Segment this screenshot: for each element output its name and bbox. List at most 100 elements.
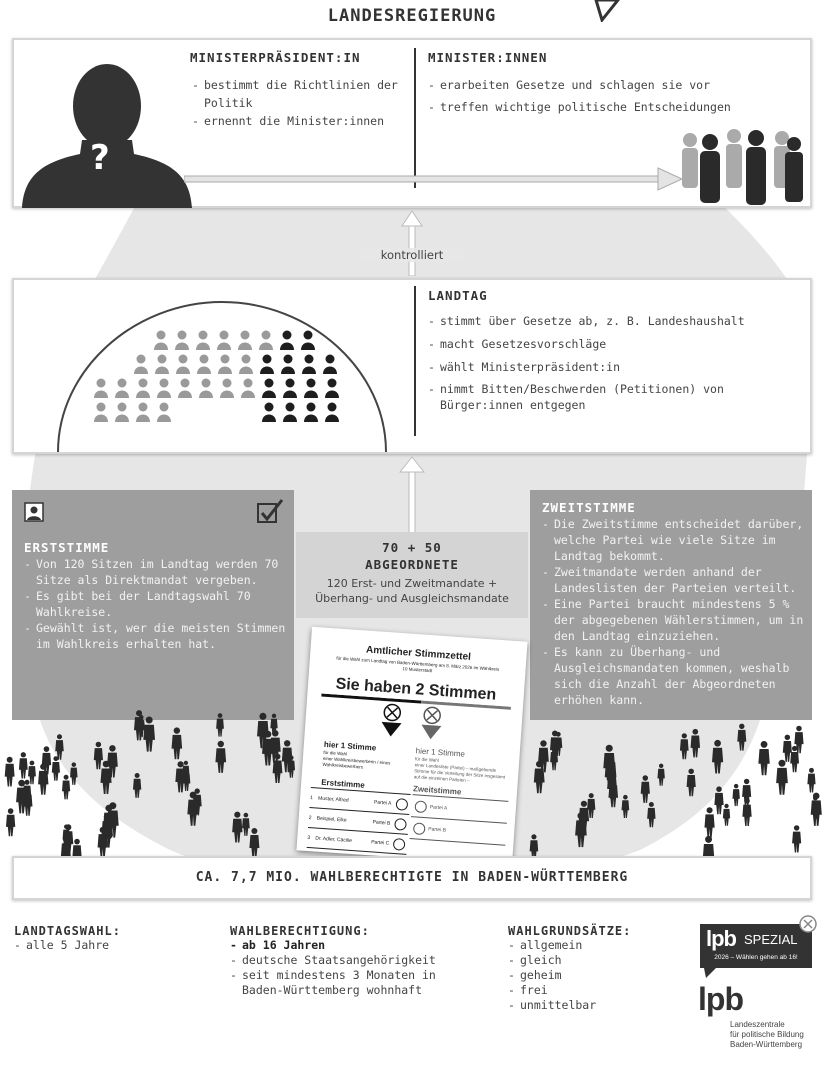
seat-icon bbox=[220, 378, 234, 398]
question-mark: ? bbox=[90, 138, 110, 178]
logo-line: für politische Bildung bbox=[730, 1030, 804, 1039]
person-silhouette-icon bbox=[270, 713, 278, 736]
person-silhouette-icon bbox=[807, 767, 816, 793]
minister-list: erarbeiten Gesetze und schlagen sie vor … bbox=[428, 76, 788, 116]
seat-icon bbox=[302, 354, 316, 374]
seat-icon bbox=[94, 402, 108, 422]
wahlberechtigung-heading: WAHLBERECHTIGUNG: bbox=[230, 924, 370, 938]
person-silhouette-icon bbox=[608, 778, 619, 808]
list-item: Die Zweitstimme entscheidet darüber, wel… bbox=[542, 516, 804, 564]
person-silhouette-icon bbox=[657, 763, 665, 786]
seat-icon bbox=[136, 402, 150, 422]
ballot-circle[interactable] bbox=[392, 837, 406, 851]
list-item: seit mindestens 3 Monaten in Baden-Württ… bbox=[230, 968, 480, 998]
abgeordnete-label: ABGEORDNETE bbox=[365, 557, 459, 572]
person-silhouette-icon bbox=[249, 828, 260, 858]
list-item: ernennt die Minister:innen bbox=[192, 112, 402, 130]
landtagswahl-list: alle 5 Jahre bbox=[14, 938, 214, 953]
person-silhouette-icon bbox=[22, 779, 32, 805]
voters-banner: CA. 7,7 MIO. WAHLBERECHTIGTE IN BADEN-WÜ… bbox=[12, 856, 812, 900]
zweitstimme-heading: ZWEITSTIMME bbox=[542, 500, 636, 515]
person-silhouette-icon bbox=[61, 774, 71, 800]
person-silhouette-icon bbox=[538, 740, 549, 773]
wahlgrundsaetze-section: WAHLGRUNDSÄTZE: allgemein gleich geheim … bbox=[508, 924, 678, 1013]
person-silhouette-icon bbox=[18, 752, 28, 779]
person-silhouette-icon bbox=[70, 762, 78, 785]
person-silhouette-icon bbox=[782, 734, 792, 762]
logo-line: Baden-Württemberg bbox=[730, 1040, 803, 1049]
seat-icon bbox=[175, 330, 189, 350]
person-silhouette-icon bbox=[792, 825, 802, 853]
list-item: bestimmt die Richtlinien der Politik bbox=[192, 76, 402, 112]
seat-icon bbox=[134, 354, 148, 374]
seat-icon bbox=[238, 330, 252, 350]
list-item: wählt Ministerpräsident:in bbox=[428, 358, 798, 376]
seat-icon bbox=[304, 378, 318, 398]
ministerpraesident-silhouette-icon bbox=[22, 64, 192, 208]
abgeordnete-count: 70 + 50 bbox=[382, 540, 442, 555]
minister-heading: MINISTER:INNEN bbox=[428, 50, 548, 65]
badge-pointer-icon bbox=[704, 968, 716, 978]
seat-icon bbox=[301, 330, 315, 350]
ballot-right-table: Partei A Partei B bbox=[409, 794, 509, 846]
list-item: Von 120 Sitzen im Landtag werden 70 Sitz… bbox=[24, 556, 286, 588]
kontrolliert-label: kontrolliert bbox=[360, 248, 464, 262]
person-icon bbox=[24, 502, 44, 522]
erststimme-panel: ERSTSTIMME Von 120 Sitzen im Landtag wer… bbox=[12, 490, 294, 720]
person-silhouette-icon bbox=[281, 740, 293, 773]
person-silhouette-icon bbox=[529, 834, 539, 860]
voters-banner-text: CA. 7,7 MIO. WAHLBERECHTIGTE IN BADEN-WÜ… bbox=[195, 870, 629, 885]
seat-icon bbox=[196, 330, 210, 350]
person-silhouette-icon bbox=[640, 775, 650, 803]
person-silhouette-icon bbox=[704, 807, 715, 838]
person-silhouette-icon bbox=[587, 793, 596, 818]
ballot-circle[interactable] bbox=[412, 821, 426, 835]
list-item: macht Gesetzesvorschläge bbox=[428, 335, 798, 353]
arrow-up-icon bbox=[401, 210, 423, 276]
seat-icon bbox=[157, 378, 171, 398]
person-silhouette-icon bbox=[133, 710, 145, 741]
landtag-box: LANDTAG stimmt über Gesetze ab, z. B. La… bbox=[12, 278, 812, 454]
person-silhouette-icon bbox=[5, 808, 16, 837]
wahlberechtigung-section: WAHLBERECHTIGUNG: ab 16 Jahren deutsche … bbox=[230, 924, 480, 998]
list-item: treffen wichtige politische Entscheidung… bbox=[428, 98, 788, 116]
seat-icon bbox=[281, 354, 295, 374]
list-item: erarbeiten Gesetze und schlagen sie vor bbox=[428, 76, 788, 94]
arrow-up-icon bbox=[399, 456, 425, 536]
list-item: Eine Partei braucht mindestens 5 % der a… bbox=[542, 596, 804, 644]
person-silhouette-icon bbox=[742, 798, 752, 826]
landtagswahl-section: LANDTAGSWAHL: alle 5 Jahre bbox=[14, 924, 214, 953]
person-silhouette-icon bbox=[97, 826, 108, 858]
zweitstimme-panel: ZWEITSTIMME Die Zweitstimme entscheidet … bbox=[530, 490, 812, 720]
wahlgrundsaetze-list: allgemein gleich geheim frei unmittelbar bbox=[508, 938, 678, 1013]
landtagswahl-heading: LANDTAGSWAHL: bbox=[14, 924, 121, 938]
list-item: alle 5 Jahre bbox=[14, 938, 214, 953]
seat-icon bbox=[199, 378, 213, 398]
list-item: deutsche Staatsangehörigkeit bbox=[230, 953, 480, 968]
ballot-circle[interactable] bbox=[394, 817, 407, 831]
badge-corner-icon bbox=[799, 915, 817, 933]
wahlberechtigung-list: ab 16 Jahren deutsche Staatsangehörigkei… bbox=[230, 938, 480, 998]
seat-icon bbox=[94, 378, 108, 398]
person-silhouette-icon bbox=[711, 739, 724, 774]
list-item: frei bbox=[508, 983, 678, 998]
person-silhouette-icon bbox=[242, 812, 250, 836]
person-silhouette-icon bbox=[4, 756, 15, 787]
person-silhouette-icon bbox=[216, 713, 224, 737]
abgeordnete-box: 70 + 50 ABGEORDNETE 120 Erst- und Zweitm… bbox=[296, 532, 528, 618]
person-silhouette-icon bbox=[722, 803, 731, 826]
list-item: ab 16 Jahren bbox=[230, 938, 480, 953]
list-item: Zweitmandate werden anhand der Landeslis… bbox=[542, 564, 804, 596]
landtag-heading: LANDTAG bbox=[428, 288, 488, 303]
erststimme-heading: ERSTSTIMME bbox=[24, 540, 110, 555]
seat-icon bbox=[241, 378, 255, 398]
ballot-circle[interactable] bbox=[395, 797, 409, 811]
list-item: Es gibt bei der Landtagswahl 70 Wahlkrei… bbox=[24, 588, 286, 620]
list-item: unmittelbar bbox=[508, 998, 678, 1013]
arrow-right-icon bbox=[184, 167, 684, 191]
seat-icon bbox=[115, 402, 129, 422]
ballot-circle[interactable] bbox=[414, 799, 428, 813]
person-silhouette-icon bbox=[28, 760, 36, 785]
person-silhouette-icon bbox=[60, 836, 71, 860]
seat-icon bbox=[115, 378, 129, 398]
